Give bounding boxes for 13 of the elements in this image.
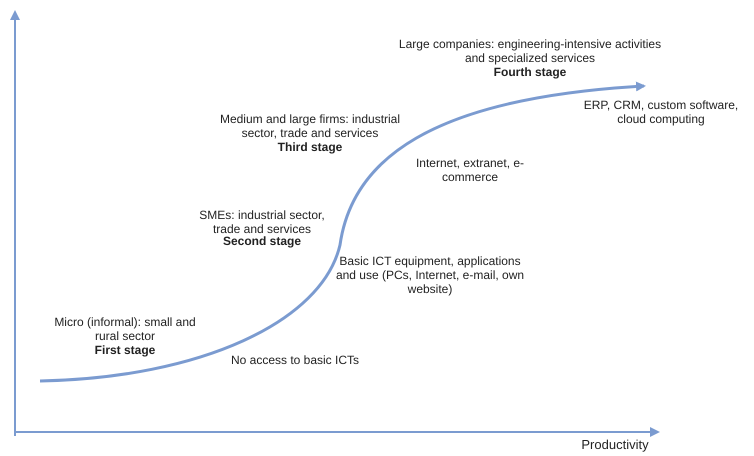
stage-label: Third stage xyxy=(276,140,344,154)
technology-note: ERP, CRM, custom software, cloud computing xyxy=(582,98,740,126)
stage-label: Second stage xyxy=(222,234,302,248)
technology-note: Internet, extranet, e-commerce xyxy=(414,156,526,184)
stage-label: First stage xyxy=(94,343,156,357)
stage-description: Micro (informal): small and rural sector xyxy=(53,315,197,343)
axis-label: Productivity xyxy=(580,438,650,452)
stage-description: Medium and large firms: industrial sector, trade and services xyxy=(218,112,402,140)
stage-description: Large companies: engineering-intensive activities and specialized services xyxy=(398,37,662,65)
stage-description: SMEs: industrial sector, trade and services xyxy=(198,208,326,236)
technology-note: No access to basic ICTs xyxy=(230,353,360,367)
technology-note: Basic ICT equipment, applications and use (PCs, Internet, e-mail, own website) xyxy=(334,254,526,296)
stage-label: Fourth stage xyxy=(492,65,568,79)
